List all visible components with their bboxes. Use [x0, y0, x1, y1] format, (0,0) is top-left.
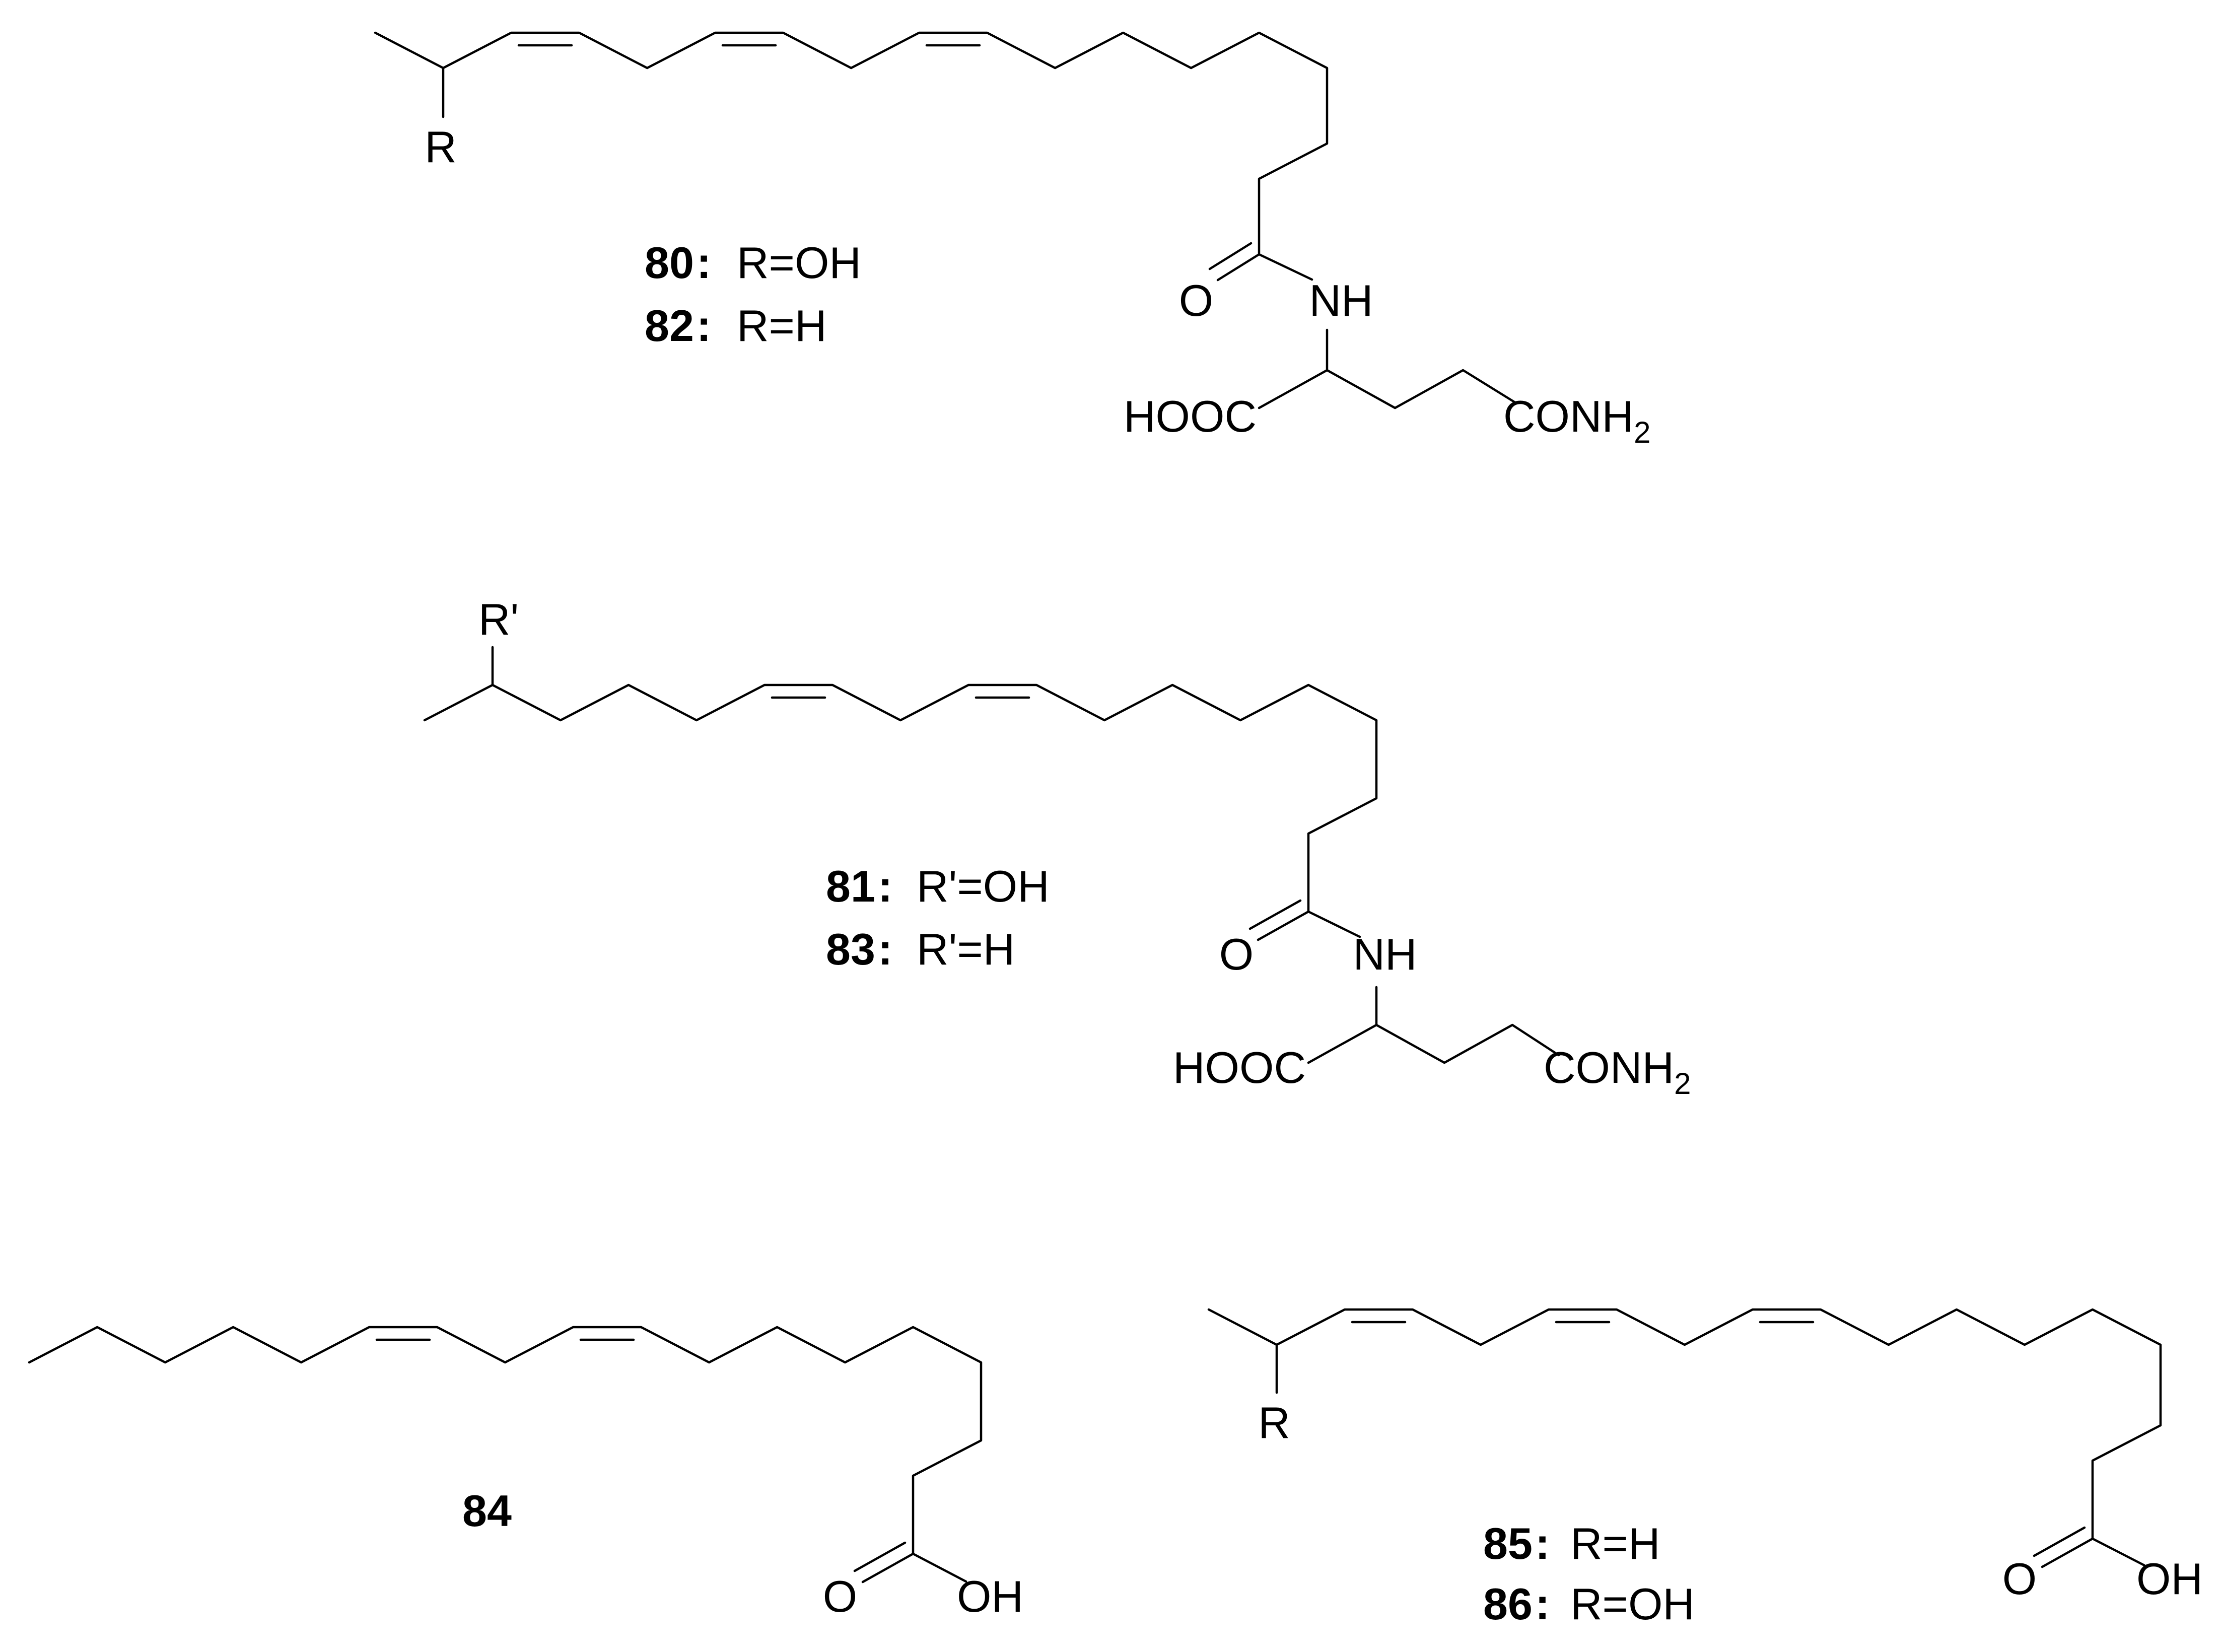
structure-85-86: R O OH 85 : R=H 86 : R=OH	[1207, 1308, 2203, 1629]
structure-80-82: R O NH HOOC CONH2 80 : R=OH 82 : R=H	[374, 31, 1650, 449]
compound-number-82: 82	[645, 301, 694, 351]
compound-substituent-83: R'=H	[917, 924, 1015, 974]
compound-number-85: 85	[1483, 1519, 1533, 1568]
compound-colon-85: :	[1535, 1519, 1550, 1568]
r-group-label: R	[425, 122, 457, 172]
r-group-label: R	[1258, 1398, 1290, 1448]
compound-number-80: 80	[645, 238, 694, 288]
hydroxyl-oh-label: OH	[957, 1571, 1023, 1621]
structure-84: O OH 84	[28, 1326, 1023, 1621]
glutamine-side-chain	[1375, 1023, 1560, 1064]
compound-colon-81: :	[878, 861, 892, 911]
compound-number-81: 81	[826, 861, 875, 911]
carbonyl-double-bond-b	[1248, 899, 1302, 930]
glutamine-side-chain	[1326, 369, 1517, 409]
amide-conh2-label: CONH2	[1503, 391, 1650, 449]
compound-substituent-82: R=H	[737, 301, 827, 351]
carbonyl-oxygen-label: O	[823, 1571, 857, 1621]
compound-substituent-81: R'=OH	[917, 861, 1050, 911]
amide-conh2-label: CONH2	[1544, 1043, 1691, 1100]
carbonyl-double-bond-a	[2041, 1537, 2094, 1568]
carbonyl-double-bond-b	[1208, 242, 1253, 270]
carboxyl-hooc-label: HOOC	[1173, 1043, 1306, 1092]
fatty-acyl-chain	[374, 31, 1329, 256]
amide-nh-label: NH	[1309, 276, 1373, 325]
carbonyl-double-bond-a	[861, 1552, 915, 1584]
compound-colon-82: :	[697, 301, 711, 351]
compound-colon-83: :	[878, 924, 892, 974]
structure-81-83: R' O NH HOOC CONH2 81 : R'=OH 83 : R'=H	[423, 594, 1691, 1100]
fatty-acid-chain	[1207, 1308, 2162, 1567]
r-prime-group-label: R'	[478, 594, 519, 644]
compound-substituent-80: R=OH	[737, 238, 861, 288]
fatty-acid-chain	[28, 1326, 983, 1583]
compound-substituent-86: R=OH	[1570, 1579, 1695, 1629]
amide-bond	[1258, 253, 1313, 281]
compound-colon-86: :	[1535, 1579, 1550, 1629]
fatty-acyl-chain	[423, 683, 1378, 913]
hydroxyl-oh-label: OH	[2136, 1554, 2203, 1604]
compound-number-83: 83	[826, 924, 875, 974]
compound-colon-80: :	[697, 238, 711, 288]
compound-number-86: 86	[1483, 1579, 1533, 1629]
glutamine-backbone	[1258, 328, 1329, 409]
compound-number-84: 84	[462, 1486, 512, 1536]
carbonyl-double-bond-a	[1257, 910, 1310, 941]
carbonyl-double-bond-a	[1216, 253, 1261, 282]
compound-substituent-85: R=H	[1570, 1519, 1660, 1568]
carbonyl-double-bond-b	[2033, 1526, 2086, 1557]
amide-nh-label: NH	[1353, 929, 1417, 979]
carboxyl-hooc-label: HOOC	[1124, 391, 1257, 441]
amide-bond	[1307, 910, 1361, 938]
carbonyl-oxygen-label: O	[1179, 276, 1213, 325]
carbonyl-oxygen-label: O	[2002, 1554, 2037, 1604]
glutamine-backbone	[1307, 986, 1378, 1064]
carbonyl-oxygen-label: O	[1219, 929, 1254, 979]
carbonyl-double-bond-b	[853, 1541, 907, 1572]
